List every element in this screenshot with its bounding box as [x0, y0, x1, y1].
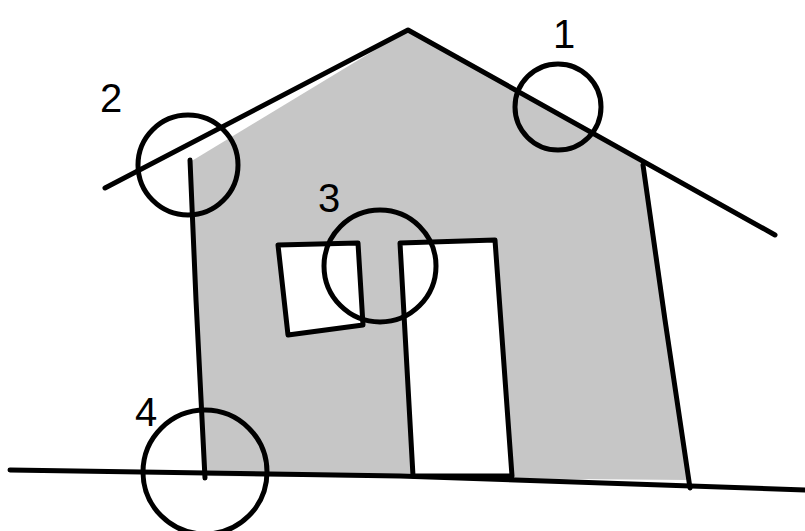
callout-circle	[515, 64, 601, 150]
callout-number: 3	[318, 178, 340, 218]
callout-circle	[143, 410, 267, 531]
house-fill	[190, 30, 690, 480]
roof-line	[105, 30, 775, 235]
callout-number: 4	[135, 392, 157, 432]
right-wall	[643, 165, 690, 488]
door	[400, 240, 512, 476]
callout-number: 2	[100, 78, 122, 118]
ground-line	[10, 470, 805, 490]
window	[278, 243, 363, 335]
left-wall	[190, 160, 205, 478]
callout-circle	[324, 210, 436, 322]
callout-number: 1	[553, 14, 575, 54]
callout-circle	[138, 115, 238, 215]
